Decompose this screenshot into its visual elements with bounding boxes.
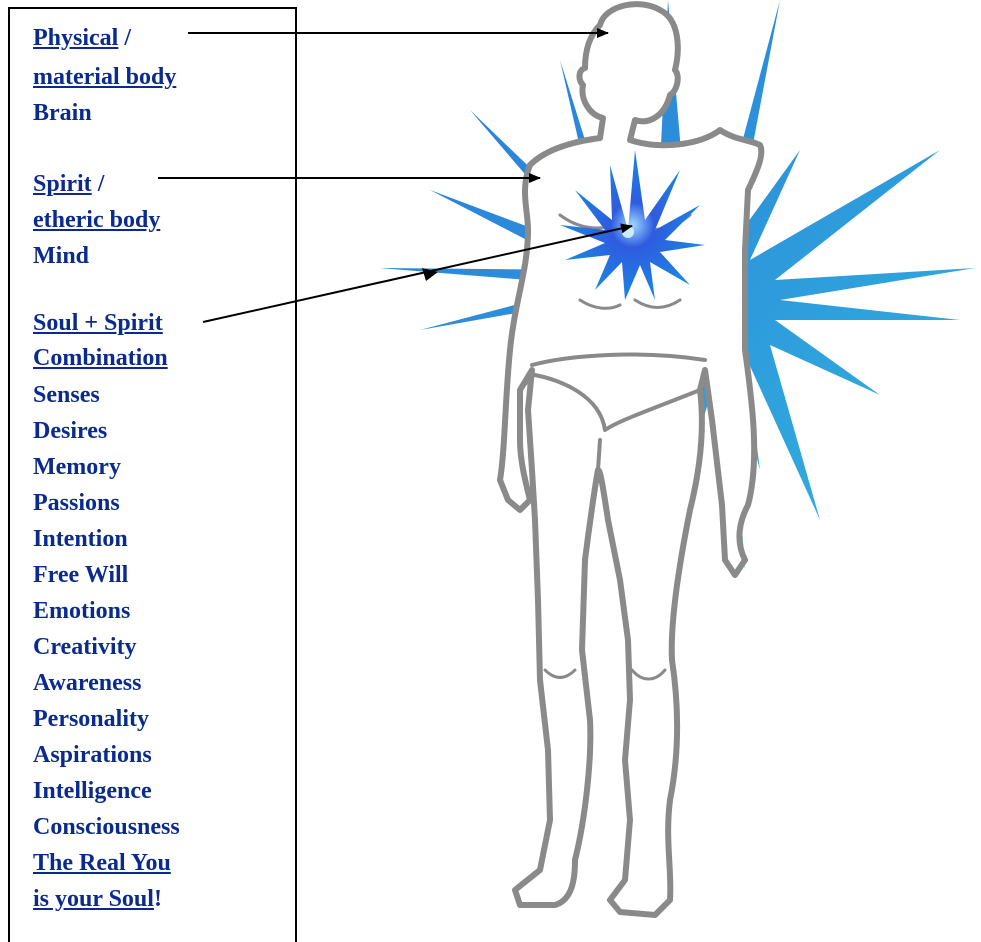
human-body-outline (500, 4, 761, 915)
